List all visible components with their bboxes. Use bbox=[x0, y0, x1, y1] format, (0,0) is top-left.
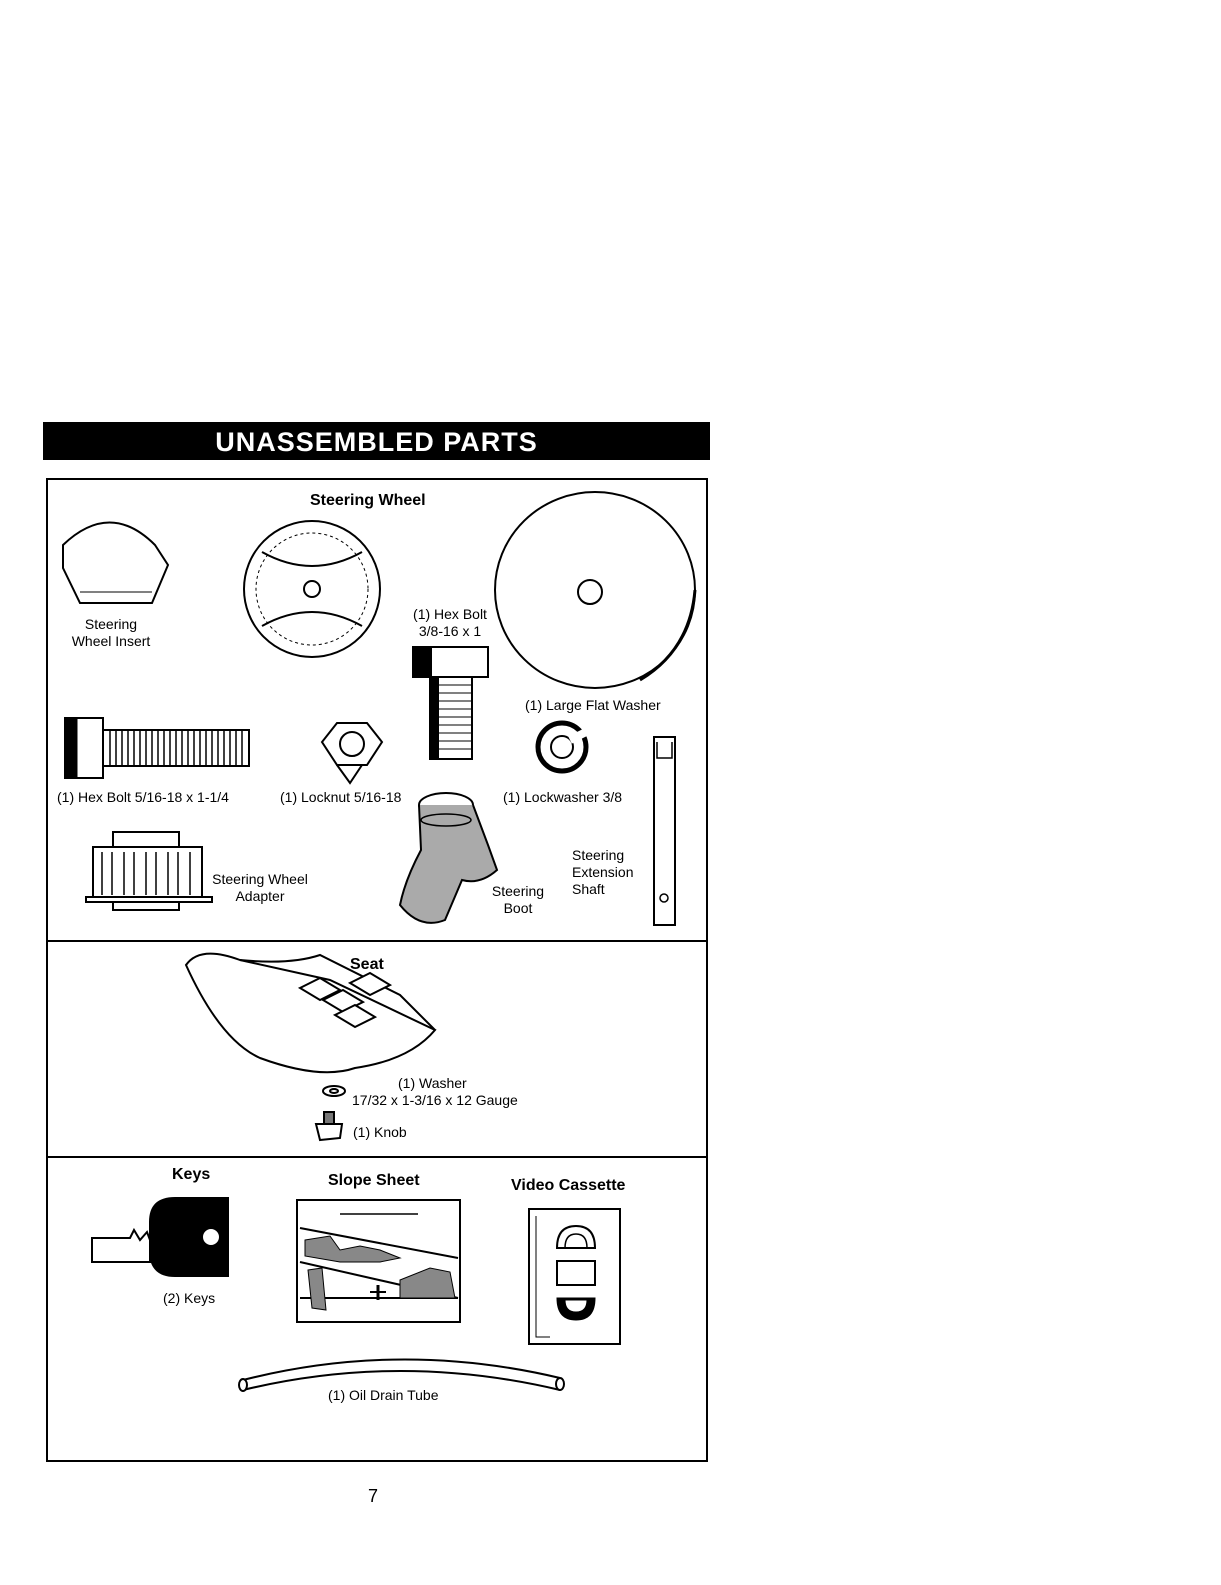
lockwasher-icon bbox=[535, 720, 592, 774]
oil-drain-tube-icon bbox=[238, 1358, 565, 1392]
steering-wheel-insert-icon bbox=[62, 521, 170, 604]
seat-icon bbox=[184, 952, 437, 1074]
washer-label: (1) Washer 17/32 x 1-3/16 x 12 Gauge bbox=[352, 1075, 518, 1108]
large-flat-washer-label: (1) Large Flat Washer bbox=[525, 697, 661, 713]
hex-bolt-5-16-icon bbox=[64, 717, 250, 779]
slope-sheet-icon bbox=[296, 1199, 461, 1323]
knob-label: (1) Knob bbox=[353, 1124, 407, 1140]
page-number: 7 bbox=[368, 1486, 379, 1506]
small-washer-icon bbox=[322, 1085, 346, 1097]
video-cassette-icon bbox=[528, 1208, 621, 1345]
large-flat-washer-icon bbox=[494, 491, 697, 689]
oil-drain-tube-label: (1) Oil Drain Tube bbox=[328, 1387, 439, 1403]
steering-wheel-adapter-label: Steering Wheel Adapter bbox=[212, 871, 308, 904]
parts-frame bbox=[46, 478, 708, 1462]
keys-label: (2) Keys bbox=[163, 1290, 216, 1306]
steering-boot-icon bbox=[398, 792, 499, 924]
hex-bolt-3-8-icon bbox=[412, 646, 489, 760]
section-divider-1 bbox=[46, 940, 708, 942]
steering-extension-shaft-label: Steering Extension Shaft bbox=[572, 847, 634, 897]
knob-icon bbox=[314, 1111, 344, 1142]
steering-boot-label: Steering Boot bbox=[491, 883, 545, 916]
locknut-label: (1) Locknut 5/16-18 bbox=[280, 789, 402, 805]
steering-wheel-insert-label: Steering Wheel Insert bbox=[71, 616, 151, 649]
slope-sheet-heading: Slope Sheet bbox=[328, 1172, 420, 1189]
hex-bolt-5-16-label: (1) Hex Bolt 5/16-18 x 1-1/4 bbox=[57, 789, 229, 805]
key-icon bbox=[91, 1197, 229, 1277]
lockwasher-label: (1) Lockwasher 3/8 bbox=[503, 789, 623, 805]
hex-bolt-3-8-label: (1) Hex Bolt 3/8-16 x 1 bbox=[413, 606, 487, 639]
steering-wheel-icon bbox=[243, 520, 381, 658]
steering-wheel-heading: Steering Wheel bbox=[310, 492, 426, 509]
steering-wheel-adapter-icon bbox=[85, 831, 213, 911]
seat-label: Seat bbox=[350, 956, 384, 973]
page-title: UNASSEMBLED PARTS bbox=[43, 422, 710, 460]
keys-heading: Keys bbox=[172, 1166, 211, 1183]
steering-extension-shaft-icon bbox=[653, 736, 676, 926]
video-cassette-heading: Video Cassette bbox=[511, 1177, 626, 1194]
locknut-icon bbox=[320, 722, 384, 785]
section-divider-2 bbox=[46, 1156, 708, 1158]
